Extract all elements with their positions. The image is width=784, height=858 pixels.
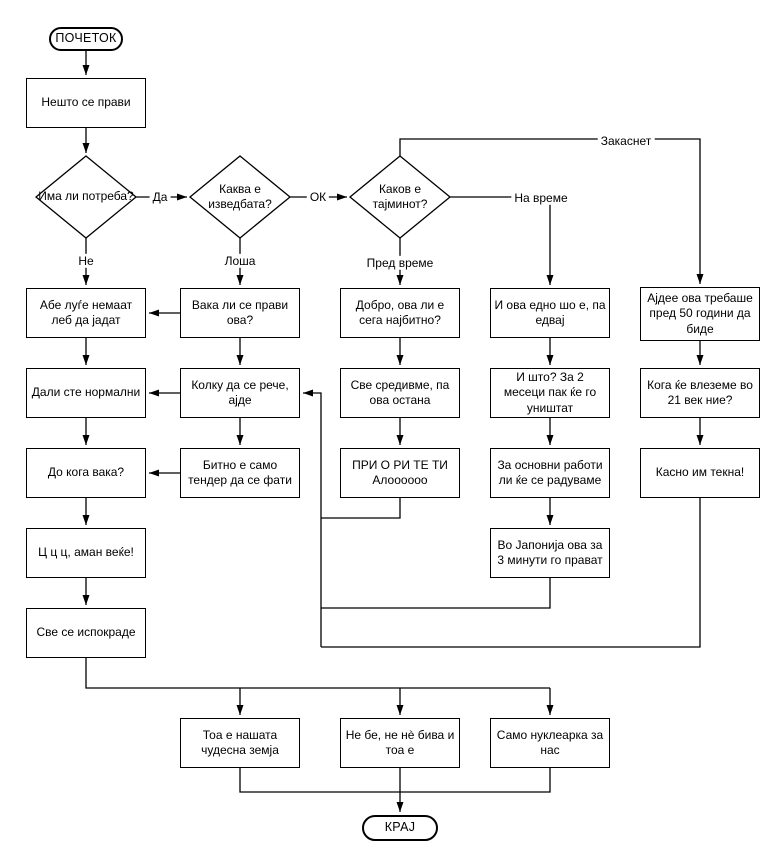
edge-label-yes: Да — [149, 189, 171, 205]
end-terminal: КРАЈ — [362, 815, 438, 841]
node-ontime-0: И ова едно шо е, па едвај — [490, 288, 610, 338]
edge-label-no: Не — [75, 253, 97, 269]
node-no-4: Све се испокраде — [26, 608, 146, 658]
edge-label-late: Закаснет — [597, 133, 655, 149]
node-bad-2: Битно е само тендер да се фати — [180, 448, 300, 498]
node-early-2: ПРИ О РИ ТЕ ТИ Алоооооо — [340, 448, 460, 498]
node-final-1: Не бе, не нè бива и тоа е — [340, 718, 460, 768]
node-ontime-2: За основни работи ли ќе се радуваме — [490, 448, 610, 498]
node-no-1: Дали сте нормални — [26, 368, 146, 418]
edge-timing-ontime — [450, 196, 554, 285]
edge-label-bad: Лоша — [221, 253, 259, 269]
node-early-0: Добро, ова ли е сега најбитно? — [340, 288, 460, 338]
decision-execution: Каква е изведбата? — [208, 181, 272, 211]
edge-early2-loop — [321, 498, 401, 519]
node-bad-0: Вака ли се прави ова? — [180, 288, 300, 338]
node-final-2: Само нуклеарка за нас — [490, 718, 610, 768]
node-early-1: Све средивме, па ова остана — [340, 368, 460, 418]
decision-timing: Каков е тајминот? — [372, 181, 428, 211]
edge-label-early: Пред време — [363, 255, 437, 271]
node-final-0: Тоа е нашата чудесна земја — [180, 718, 300, 768]
edge-label-ok: ОК — [306, 189, 330, 205]
node-ontime-3: Во Јапонија ова за 3 минути го прават — [490, 528, 610, 578]
node-late-0: Ајдее ова требаше пред 50 години да биде — [640, 287, 760, 341]
edge-final0-merge — [239, 768, 400, 793]
node-no-3: Ц ц ц, аман веќе! — [26, 528, 146, 578]
edge-final2-merge — [400, 768, 551, 793]
decision-need: Има ли потреба? — [38, 189, 134, 204]
node-ontime-1: И што? За 2 месеци пак ќе го уништат — [490, 368, 610, 418]
start-terminal: ПОЧЕТОК — [49, 27, 123, 51]
node-no-2: До кога вака? — [26, 448, 146, 498]
edge-label-on-time: На време — [511, 190, 571, 206]
node-bad-1: Колку да се рече, ајде — [180, 368, 300, 418]
node-late-2: Касно им текна! — [640, 448, 760, 498]
node-no-0: Абе луѓе немаат леб да јадат — [26, 288, 146, 338]
edge-ontime3-loop — [321, 578, 551, 609]
node-late-1: Кога ќе влеземе во 21 век ние? — [640, 368, 760, 418]
edge-feedback-into-bad1 — [303, 389, 322, 647]
node-first-step: Нешто се прави — [26, 78, 146, 128]
edge-no4-fanout — [85, 658, 550, 689]
